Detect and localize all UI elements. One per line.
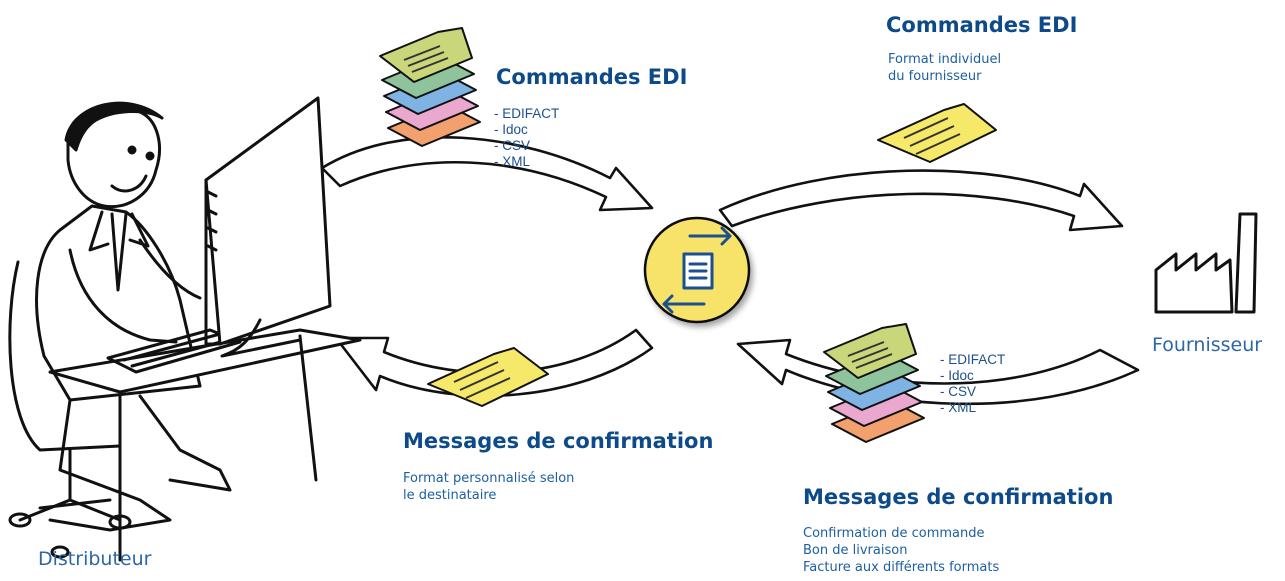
document-exchange-icon bbox=[662, 226, 732, 314]
format-item: XML bbox=[494, 154, 559, 170]
arrow-supplier-to-hub bbox=[736, 338, 1140, 406]
inbound-orders-format-list: EDIFACT Idoc CSV XML bbox=[494, 106, 559, 170]
format-item: Idoc bbox=[494, 122, 559, 138]
format-item: CSV bbox=[940, 384, 1005, 400]
arrow-distributor-to-hub bbox=[320, 135, 654, 212]
document-stack-supplier-confirmations bbox=[823, 323, 925, 443]
document-stack-inbound-orders bbox=[379, 27, 481, 147]
format-item: EDIFACT bbox=[494, 106, 559, 122]
document-exchange-hub bbox=[643, 216, 751, 324]
format-item: CSV bbox=[494, 138, 559, 154]
format-item: Idoc bbox=[940, 368, 1005, 384]
supplier-confirmations-description: Confirmation de commande Bon de livraiso… bbox=[803, 526, 1000, 575]
supplier-label: Fournisseur bbox=[1152, 334, 1263, 356]
supplier-confirmations-format-list: EDIFACT Idoc CSV XML bbox=[940, 352, 1005, 416]
distributor-label: Distributeur bbox=[38, 548, 152, 570]
document-confirmation-to-distributor bbox=[427, 347, 549, 407]
supplier-confirmations-title: Messages de confirmation bbox=[803, 485, 1114, 509]
document-outbound-order bbox=[877, 103, 997, 163]
inbound-orders-title: Commandes EDI bbox=[496, 65, 688, 89]
arrow-hub-to-supplier bbox=[718, 169, 1124, 232]
distributor-confirmations-title: Messages de confirmation bbox=[403, 429, 714, 453]
outbound-orders-title: Commandes EDI bbox=[886, 13, 1078, 37]
distributor-confirmations-description: Format personnalisé selon le destinatair… bbox=[403, 471, 575, 503]
format-item: EDIFACT bbox=[940, 352, 1005, 368]
factory-icon bbox=[1154, 212, 1258, 314]
person-at-computer-illustration bbox=[8, 96, 362, 562]
outbound-orders-description: Format individuel du fournisseur bbox=[888, 52, 1002, 84]
format-item: XML bbox=[940, 400, 1005, 416]
